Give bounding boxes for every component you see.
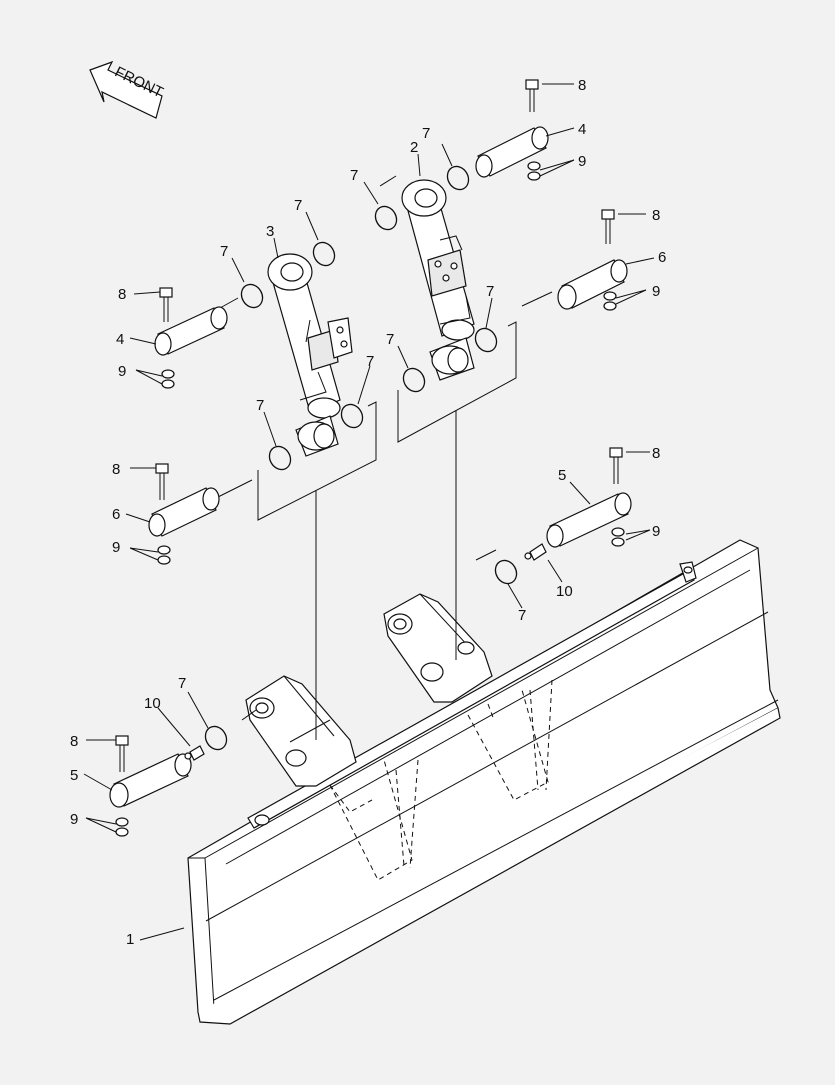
callout-5: 5 [558, 467, 566, 484]
bolt-8-a [525, 79, 539, 112]
callout-6: 6 [112, 506, 120, 523]
assembly-lines [211, 175, 553, 740]
pin-6-left [148, 487, 220, 537]
left-cylinder-bracket [245, 675, 357, 787]
callout-9: 9 [652, 523, 660, 540]
callout-10: 10 [144, 695, 161, 712]
front-direction-arrow: FRONT [89, 60, 166, 119]
callout-2: 2 [410, 139, 418, 156]
callout-7: 7 [518, 607, 526, 624]
nuts-9 [115, 161, 625, 837]
right-cylinder-bracket [383, 593, 493, 703]
bolt-8-d [155, 463, 169, 500]
callout-4: 4 [116, 331, 124, 348]
grease-fitting-10-right [524, 543, 547, 561]
callout-9: 9 [578, 153, 586, 170]
grease-fitting-10-left [184, 745, 205, 761]
callout-8: 8 [652, 207, 660, 224]
callout-9: 9 [652, 283, 660, 300]
pin-4-left [154, 306, 228, 356]
callout-numbers: 8 4 9 7 2 7 7 3 7 8 6 9 8 4 9 7 7 7 7 8 … [70, 77, 666, 948]
callout-3: 3 [266, 223, 274, 240]
callout-8: 8 [112, 461, 120, 478]
pin-4-upper [475, 126, 549, 178]
right-hydraulic-cylinder [401, 179, 475, 381]
left-hydraulic-cylinder [267, 253, 353, 457]
callout-7: 7 [256, 397, 264, 414]
callout-8: 8 [578, 77, 586, 94]
callout-9: 9 [118, 363, 126, 380]
callout-1: 1 [126, 931, 134, 948]
callout-7: 7 [220, 243, 228, 260]
dozer-blade [187, 539, 781, 1025]
callout-8: 8 [70, 733, 78, 750]
callout-7: 7 [486, 283, 494, 300]
callout-7: 7 [422, 125, 430, 142]
callout-4: 4 [578, 121, 586, 138]
o-rings-7 [204, 165, 518, 751]
pin-5-left [109, 753, 192, 808]
callout-8: 8 [652, 445, 660, 462]
callout-7: 7 [350, 167, 358, 184]
callout-7: 7 [366, 353, 374, 370]
callout-5: 5 [70, 767, 78, 784]
callout-7: 7 [178, 675, 186, 692]
bolt-8-c [159, 287, 173, 322]
bolt-8-f [115, 735, 129, 772]
pin-6-right [557, 259, 628, 310]
bolt-8-e [609, 447, 623, 484]
bolt-8-b [601, 209, 615, 244]
callout-10: 10 [556, 583, 573, 600]
callout-9: 9 [70, 811, 78, 828]
callout-leaders [83, 83, 655, 941]
callout-7: 7 [386, 331, 394, 348]
pin-5-right [546, 492, 632, 548]
callout-9: 9 [112, 539, 120, 556]
callout-7: 7 [294, 197, 302, 214]
callout-8: 8 [118, 286, 126, 303]
callout-6: 6 [658, 249, 666, 266]
